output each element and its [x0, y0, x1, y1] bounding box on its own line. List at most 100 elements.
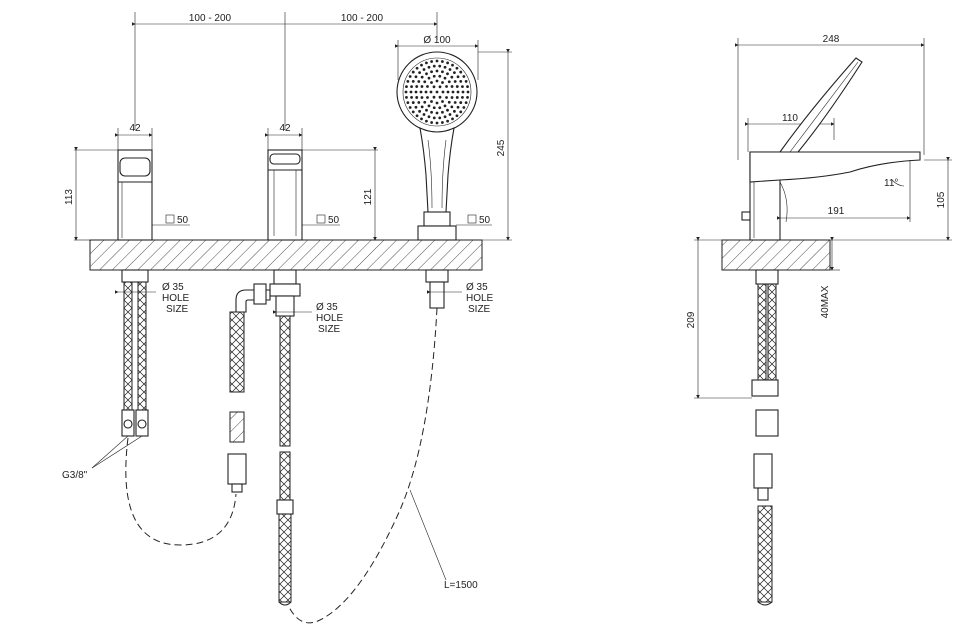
- nozzle-dot: [438, 116, 442, 120]
- nozzle-dot: [459, 101, 463, 104]
- front-view: 100 - 200 100 - 200 42 113 50: [62, 12, 512, 624]
- hose-length-label: L=1500: [444, 580, 478, 591]
- nozzle-dot: [415, 114, 419, 118]
- side-spout-reach-label: 191: [828, 206, 845, 217]
- nozzle-dot: [443, 104, 447, 108]
- nozzle-dot: [420, 117, 423, 121]
- nozzle-dot: [435, 69, 439, 73]
- mixer-body-left: 42 113 50: [64, 123, 190, 437]
- nozzle-dot: [420, 105, 424, 109]
- nozzle-dot: [411, 110, 415, 114]
- nozzle-dot: [446, 119, 449, 123]
- nozzle-dot: [455, 85, 459, 88]
- nozzle-dot: [443, 115, 447, 119]
- nozzle-dot: [404, 90, 408, 94]
- nozzle-dot: [453, 101, 457, 104]
- nozzle-dot: [451, 117, 454, 121]
- nozzle-dot: [456, 90, 460, 94]
- nozzle-dot: [450, 75, 454, 79]
- nozzle-dot: [410, 85, 413, 88]
- nozzle-dot: [430, 60, 434, 63]
- nozzle-dot: [453, 71, 456, 75]
- nozzle-dot: [424, 90, 428, 94]
- center-width-label: 42: [279, 123, 291, 134]
- nozzle-dot: [448, 113, 452, 116]
- handshower-height-label: 245: [496, 139, 507, 156]
- hole-center-line1: HOLE: [316, 313, 344, 324]
- nozzle-dot: [417, 101, 421, 104]
- nozzle-dot: [435, 111, 439, 115]
- nozzle-dot: [409, 90, 413, 94]
- nozzle-dot: [450, 105, 454, 109]
- nozzle-dot: [417, 80, 421, 83]
- nozzle-dot: [461, 96, 464, 99]
- nozzle-dot: [418, 71, 421, 75]
- hole-size-right: Ø 35 HOLE SIZE: [427, 282, 494, 315]
- nozzle-dot: [425, 119, 428, 123]
- nozzle-dot: [435, 101, 439, 105]
- hose-loop-right: [287, 307, 438, 624]
- nozzle-dot: [447, 80, 451, 84]
- nozzle-dot: [432, 95, 436, 99]
- nozzle-dot: [426, 85, 429, 88]
- nozzle-dot: [466, 95, 469, 99]
- nozzle-dot: [406, 80, 410, 83]
- nozzle-dot: [451, 63, 454, 67]
- nozzle-dot: [430, 81, 433, 84]
- nozzle-dot: [425, 108, 428, 112]
- span-dimension: 100 - 200 100 - 200: [132, 12, 438, 130]
- left-flange-label: 50: [177, 215, 189, 226]
- nozzle-dot: [441, 100, 444, 103]
- nozzle-dot: [415, 96, 419, 99]
- nozzle-dot: [420, 75, 424, 79]
- nozzle-dot: [450, 96, 454, 99]
- hole-right-line1: HOLE: [466, 293, 494, 304]
- nozzle-dot: [415, 66, 419, 70]
- hole-left-line2: SIZE: [166, 304, 189, 315]
- nozzle-dot: [446, 90, 450, 94]
- hole-size-left: Ø 35 HOLE SIZE: [115, 282, 190, 315]
- hole-size-center: Ø 35 HOLE SIZE: [273, 302, 344, 335]
- side-deck-thickness-label: 40MAX: [820, 285, 831, 318]
- nozzle-dot: [441, 81, 444, 84]
- nozzle-dot: [408, 106, 412, 109]
- left-width-label: 42: [129, 123, 141, 134]
- nozzle-dot: [427, 76, 431, 80]
- nozzle-dot: [422, 68, 426, 71]
- nozzle-dot: [443, 76, 447, 80]
- nozzle-dot: [420, 96, 424, 99]
- nozzle-dot: [462, 106, 466, 109]
- hose-length-callout: L=1500: [409, 489, 478, 591]
- nozzle-dot: [418, 109, 421, 113]
- nozzle-dot: [447, 100, 451, 104]
- nozzle-dot: [453, 80, 457, 83]
- nozzle-dot: [432, 106, 436, 110]
- nozzle-dot: [410, 96, 413, 99]
- nozzle-dot: [432, 116, 436, 120]
- hole-right-line2: SIZE: [468, 304, 491, 315]
- span-left-label: 100 - 200: [189, 13, 232, 24]
- nozzle-dot: [435, 90, 439, 94]
- nozzle-dot: [435, 79, 439, 83]
- nozzle-dot: [455, 114, 459, 118]
- nozzle-dot: [446, 108, 449, 112]
- nozzle-dot: [438, 74, 442, 78]
- nozzle-dot: [427, 104, 431, 108]
- nozzle-dot: [466, 85, 469, 89]
- nozzle-dot: [414, 105, 418, 109]
- nozzle-dot: [406, 101, 410, 104]
- hole-center-dia: Ø 35: [316, 302, 338, 313]
- nozzle-dot: [455, 66, 459, 70]
- hole-left-dia: Ø 35: [162, 282, 184, 293]
- nozzle-dot: [455, 96, 459, 99]
- nozzle-dot: [432, 74, 436, 78]
- side-height-label: 105: [936, 191, 947, 208]
- nozzle-dot: [411, 70, 415, 74]
- nozzle-dot: [425, 72, 428, 76]
- handshower-diameter-label: Ø 100: [423, 35, 451, 46]
- center-flange-label: 50: [328, 215, 340, 226]
- nozzle-dot: [446, 61, 449, 65]
- side-body-length-label: 110: [782, 113, 798, 124]
- nozzle-dot: [464, 80, 468, 83]
